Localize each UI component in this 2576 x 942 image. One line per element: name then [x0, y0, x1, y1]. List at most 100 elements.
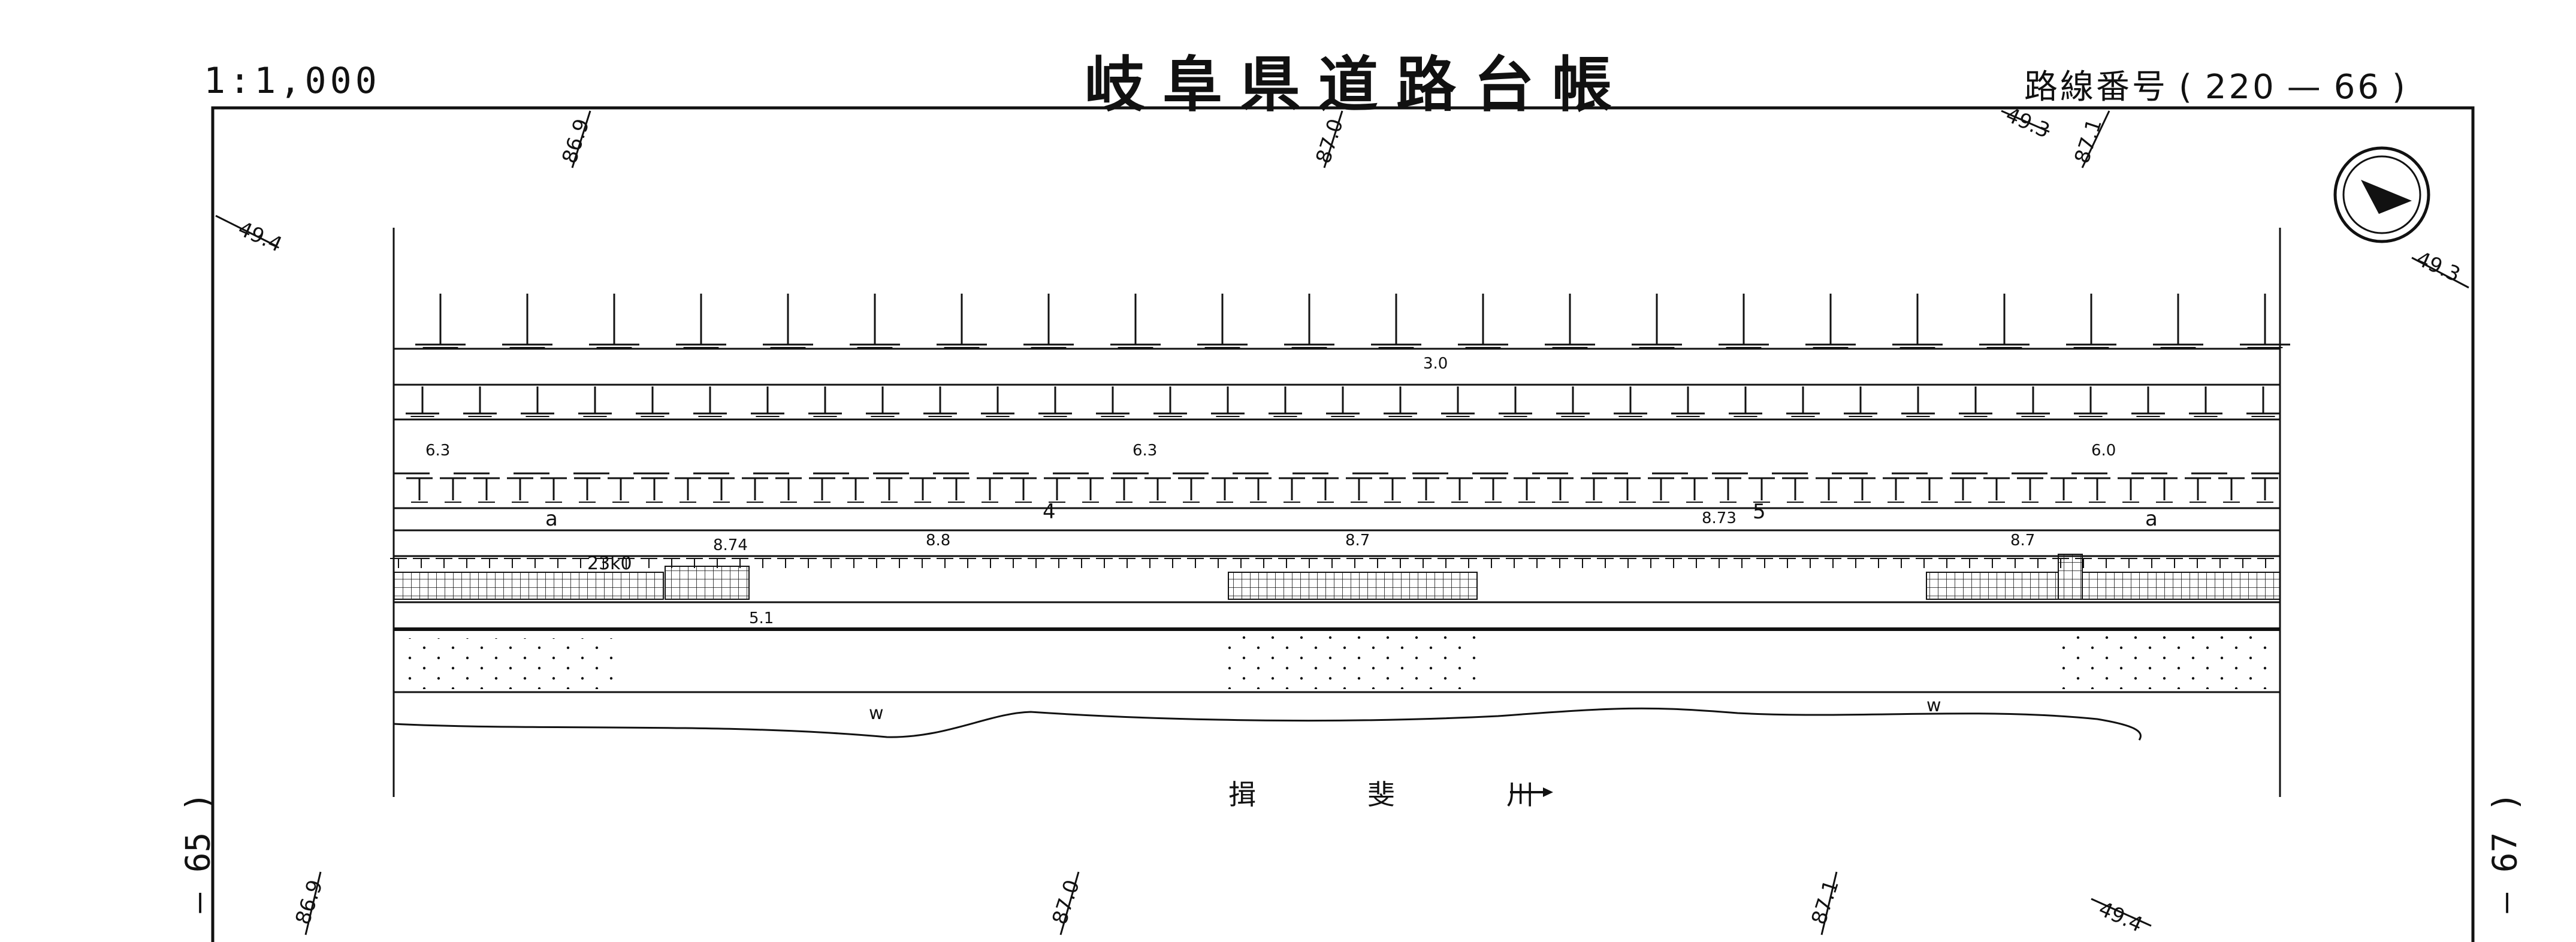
fence-tick	[891, 558, 908, 568]
map-labels: 3.0 6.3 6.3 6.0 a a 4 5 8.74 8.8 8.7 8.7…	[425, 355, 2158, 724]
hedge-symbol	[876, 477, 902, 503]
fence-tick	[2121, 558, 2137, 568]
tree-symbol	[1614, 387, 1647, 417]
hedge-symbol	[574, 477, 600, 503]
contour-label: 87.1	[1807, 877, 1844, 927]
tree-symbol	[1671, 387, 1705, 417]
tree-symbol	[2153, 294, 2203, 348]
hedge-symbol	[1044, 477, 1070, 503]
river-flow-arrow-icon	[1510, 787, 1553, 797]
fence-tick	[1620, 558, 1636, 568]
tree-symbol	[1384, 387, 1417, 417]
km-marker: 23k0	[587, 553, 632, 574]
hedge-symbol	[507, 477, 533, 503]
hedge-symbol	[1245, 477, 1272, 503]
tree-symbol	[1844, 387, 1877, 417]
tree-symbol	[2074, 387, 2107, 417]
fence-tick	[1415, 558, 1432, 568]
row-label: a	[545, 507, 558, 531]
fence-tick	[800, 558, 817, 568]
tree-symbol	[1901, 387, 1935, 417]
tree-symbol	[850, 294, 900, 348]
tree-symbol	[751, 387, 784, 417]
tree-symbol	[866, 387, 899, 417]
fence-tick	[1938, 558, 1955, 568]
tree-symbol	[1110, 294, 1161, 348]
fence-tick	[1779, 558, 1796, 568]
hedge-symbol	[2050, 477, 2077, 503]
fence-tick	[1756, 558, 1773, 568]
tree-symbol	[406, 387, 439, 417]
tree-symbol	[1197, 294, 1248, 348]
fence-tick	[1961, 558, 1978, 568]
station-number: 4	[1043, 500, 1056, 524]
tree-symbol	[763, 294, 813, 348]
river-bank-line	[393, 707, 2142, 741]
hedge-symbol	[1581, 477, 1607, 503]
hedge-symbol	[842, 477, 869, 503]
fence-tick	[1802, 558, 1819, 568]
water-symbol: w	[1926, 695, 1941, 716]
hedge-symbol	[1010, 477, 1037, 503]
fence-tick	[1050, 558, 1067, 568]
road-lines	[394, 348, 2280, 693]
north-arrow-icon	[2333, 146, 2430, 243]
fence-tick	[618, 558, 635, 568]
fence-tick	[1096, 558, 1113, 568]
tree-symbol	[1441, 387, 1475, 417]
fence-tick	[1005, 558, 1022, 568]
tree-symbol	[1023, 294, 1074, 348]
hedge-symbol	[1614, 477, 1641, 503]
fence-tick	[2007, 558, 2024, 568]
elevation-label: 3.0	[1423, 355, 1448, 373]
fence-tick	[1483, 558, 1500, 568]
hedge-symbol	[675, 477, 701, 503]
fence-tick	[2234, 558, 2251, 568]
route-label: 路線番号	[2024, 68, 2168, 107]
fence-tick	[549, 558, 566, 568]
tree-symbol	[1632, 294, 1682, 348]
route-dash: —	[2287, 68, 2323, 107]
fence-tick	[1916, 558, 1932, 568]
fence-tick	[1164, 558, 1181, 568]
fence-tick	[2166, 558, 2183, 568]
hedge-symbol	[473, 477, 500, 503]
fence-tick	[2189, 558, 2206, 568]
fence-tick	[1711, 558, 1728, 568]
fence-tick	[1301, 558, 1318, 568]
fence-tick	[777, 558, 794, 568]
fence-tick	[481, 558, 498, 568]
tree-symbol	[981, 387, 1014, 417]
fence-tick	[868, 558, 885, 568]
fence-tick	[914, 558, 931, 568]
hedge-symbol	[1748, 477, 1775, 503]
hedge-symbol	[2118, 477, 2144, 503]
fence-tick	[1028, 558, 1044, 568]
contour-label: 49.3	[2412, 247, 2463, 287]
fence-tick	[1187, 558, 1204, 568]
tree-symbol	[1499, 387, 1532, 417]
contour-label: 87.1	[2070, 116, 2107, 166]
elevation-label: 6.3	[1133, 442, 1157, 460]
tree-symbol	[1284, 294, 1334, 348]
fence-tick	[1597, 558, 1614, 568]
tree-symbol	[2240, 294, 2290, 348]
fence-tick	[959, 558, 976, 568]
fence-tick	[1278, 558, 1295, 568]
hedge-symbol	[1111, 477, 1137, 503]
route-number-main: 220	[2204, 68, 2276, 107]
fence-tick	[1255, 558, 1272, 568]
fence-tick	[2143, 558, 2160, 568]
tree-symbol	[693, 387, 727, 417]
fence-tick	[1984, 558, 2001, 568]
tree-symbol	[1719, 294, 1769, 348]
tree-symbol	[2246, 387, 2280, 417]
fence-tick	[1506, 558, 1523, 568]
river-name: 揖 斐 川	[1228, 778, 1576, 811]
elevation-label: 8.7	[1345, 532, 1370, 550]
hedge-symbol	[1547, 477, 1574, 503]
elevation-label: 6.0	[2091, 442, 2116, 460]
tree-symbol	[2016, 387, 2050, 417]
fence-tick	[1734, 558, 1750, 568]
